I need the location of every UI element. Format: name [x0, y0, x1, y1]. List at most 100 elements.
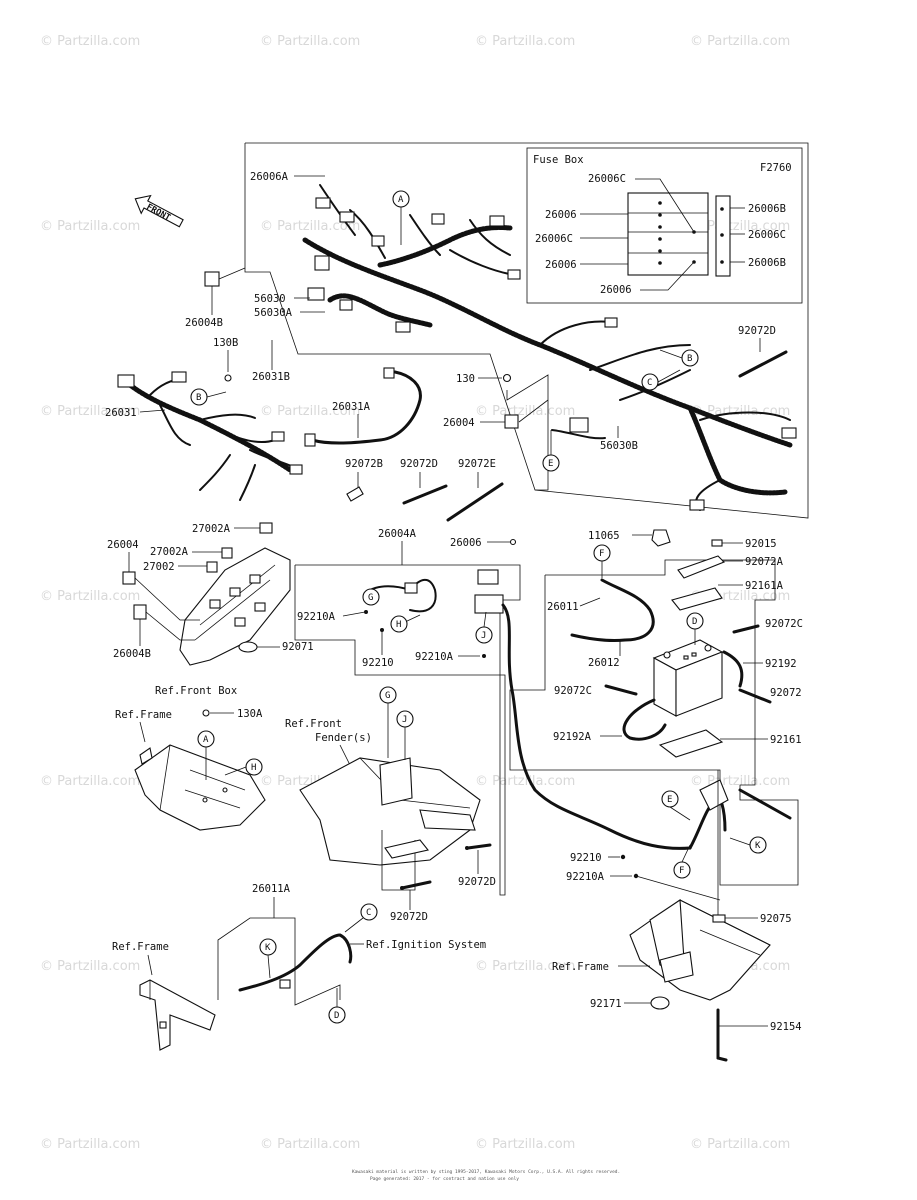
- label-11065: 11065: [588, 530, 620, 542]
- watermark: © Partzilla.com: [40, 589, 140, 604]
- watermark: © Partzilla.com: [260, 1137, 360, 1152]
- tie-92072D: [402, 484, 448, 505]
- svg-text:E: E: [667, 795, 672, 805]
- connector: [117, 374, 135, 388]
- cable-26011A: [238, 933, 353, 992]
- washer-92015: [711, 539, 723, 547]
- label-92075: 92075: [760, 913, 792, 925]
- label-ref-front-box: Ref.Front Box: [155, 685, 237, 697]
- wire-branch: [589, 344, 691, 371]
- bracket-92075: [712, 914, 726, 923]
- wire-branch: [449, 249, 516, 276]
- callout-j: J: [475, 611, 493, 644]
- callout-a: A: [392, 190, 410, 245]
- relay-56030B: [569, 417, 589, 433]
- pad-92161A: [671, 587, 723, 611]
- terminal: [279, 979, 291, 989]
- connector: [314, 255, 330, 271]
- svg-text:J: J: [402, 715, 407, 725]
- watermark: © Partzilla.com: [260, 404, 360, 419]
- cable-26011: [570, 578, 655, 642]
- label-26006: 26006: [450, 537, 482, 549]
- relay-wires: [551, 429, 606, 440]
- connector: [383, 367, 395, 379]
- cable-26011A-group: 26011A K C Ref.Ignition System D Ref.Fra…: [112, 883, 486, 1051]
- tie: [738, 788, 792, 820]
- callout-f-tray: F: [673, 844, 691, 879]
- watermark: © Partzilla.com: [260, 219, 360, 234]
- label-26031A: 26031A: [332, 401, 371, 413]
- footer-note: Page generated: 2017 - for contract and …: [370, 1176, 519, 1182]
- tie-92072D-right: [738, 350, 788, 378]
- callout-e: E: [542, 430, 560, 472]
- label-130B: 130B: [213, 337, 238, 349]
- battery-icon: [652, 639, 724, 717]
- callout-g-fender: G: [379, 686, 397, 758]
- connector: [339, 211, 355, 223]
- wire-branch: [539, 320, 611, 346]
- label-130A: 130A: [237, 708, 263, 720]
- fuse-label: 26006B: [748, 257, 786, 269]
- starter-relay: [477, 569, 499, 585]
- label-92072C: 92072C: [765, 618, 803, 630]
- pad-92161: [658, 729, 724, 758]
- label-26031: 26031: [105, 407, 137, 419]
- label-92192: 92192: [765, 658, 797, 670]
- label-26004A: 26004A: [378, 528, 417, 540]
- fuse-label: 26006: [545, 209, 577, 221]
- subframe: [509, 559, 799, 886]
- label-26011A: 26011A: [252, 883, 291, 895]
- connector: [171, 371, 187, 383]
- label-92161A: 92161A: [745, 580, 784, 592]
- connector: [395, 321, 411, 333]
- battery-group: 11065 92015 92072A 92161A F 26011 26012: [509, 529, 803, 886]
- label-92210: 92210: [362, 657, 394, 669]
- label-56030: 56030: [254, 293, 286, 305]
- connector: [489, 215, 505, 227]
- connector: [304, 433, 316, 447]
- label-92072D: 92072D: [458, 876, 496, 888]
- battery-tray-group: E K F 92210 92210A 92075 Ref.Frame: [552, 770, 802, 1062]
- label-92072C: 92072C: [554, 685, 592, 697]
- label-92192A: 92192A: [553, 731, 592, 743]
- label-92072D: 92072D: [738, 325, 776, 337]
- watermark: © Partzilla.com: [690, 34, 790, 49]
- tie-92072D: [466, 843, 492, 850]
- svg-text:H: H: [396, 620, 401, 630]
- connector-27002: [206, 561, 218, 573]
- grommet-92071: [238, 641, 258, 653]
- svg-text:F: F: [679, 866, 684, 876]
- wire-branch: [199, 454, 231, 491]
- bolt-130: [502, 373, 512, 383]
- wire-branch: [409, 214, 441, 256]
- fuse-box-inset: Fuse Box 26006C 26006 26006C 26006: [526, 147, 803, 304]
- watermark: © Partzilla.com: [475, 1137, 575, 1152]
- label-92072A: 92072A: [745, 556, 784, 568]
- watermark: © Partzilla.com: [40, 404, 140, 419]
- connector: [315, 197, 331, 209]
- svg-text:F: F: [599, 549, 604, 559]
- callout-h-bottom: H: [224, 758, 263, 776]
- grommet-92171: [650, 996, 670, 1010]
- connector-26004B: [133, 604, 147, 620]
- wire-branch: [319, 184, 356, 236]
- svg-text:E: E: [548, 459, 553, 469]
- watermark: © Partzilla.com: [260, 34, 360, 49]
- tie-92072C: [604, 684, 638, 696]
- fuse-label: 26006C: [535, 233, 573, 245]
- svg-text:J: J: [481, 631, 486, 641]
- label-92071: 92071: [282, 641, 314, 653]
- diagram-code: F2760: [760, 162, 792, 174]
- wire-branch: [199, 413, 256, 421]
- svg-text:B: B: [196, 393, 201, 403]
- connector: [271, 431, 285, 442]
- fuse-26006: [509, 538, 517, 546]
- svg-text:G: G: [385, 691, 390, 701]
- label-92171: 92171: [590, 998, 622, 1010]
- frame-130A-group: Ref.Frame 130A A H: [115, 708, 266, 831]
- svg-text:D: D: [692, 617, 697, 627]
- label-ref-front-fender: Ref.Front: [285, 718, 342, 730]
- label-ref-ignition: Ref.Ignition System: [366, 939, 486, 951]
- svg-text:FRONT: FRONT: [145, 202, 172, 223]
